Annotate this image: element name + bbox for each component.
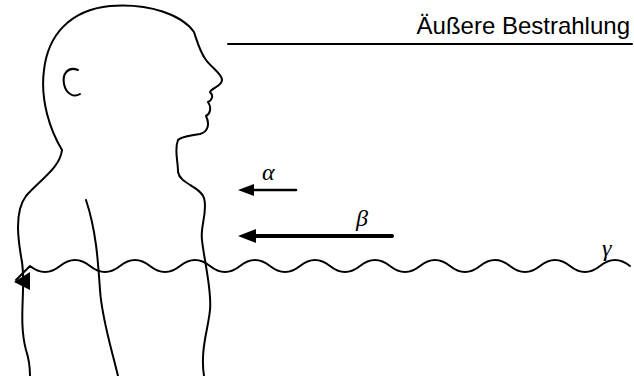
human-back [18, 150, 62, 376]
title-text: Äußere Bestrahlung [417, 14, 630, 38]
beta-arrow [252, 234, 392, 238]
arrowhead [238, 184, 254, 196]
alpha-arrow [250, 189, 296, 192]
arrowhead [14, 272, 30, 290]
radiation-label: γ [602, 236, 611, 260]
ear [64, 69, 80, 96]
human-arm [86, 200, 118, 376]
radiation-label: β [356, 206, 368, 230]
human-silhouette [43, 6, 222, 376]
arrowhead [238, 229, 256, 243]
gamma-wave [16, 260, 630, 280]
radiation-label: α [262, 160, 275, 184]
title-underline [228, 43, 632, 45]
